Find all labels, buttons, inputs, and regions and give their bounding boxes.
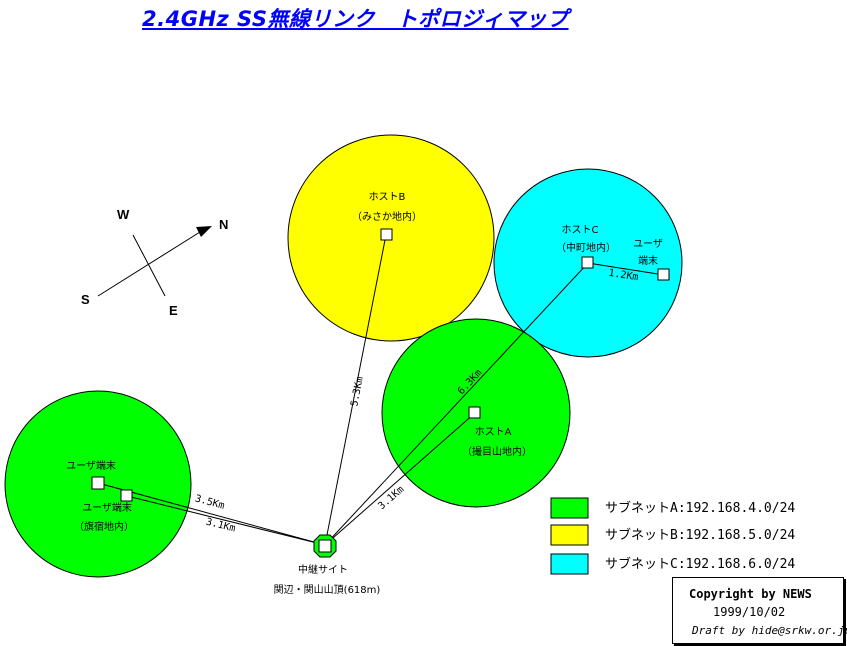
relay-site-location: 関辺・関山山頂(618m) [274,584,381,596]
west-user-2-name: ユーザ端末 [82,501,132,514]
host-c-name: ホストC [562,224,599,236]
west-user-1-name: ユーザ端末 [66,459,116,472]
link-relay-to-host-c [324,262,589,546]
page-title: 2.4GHz SS無線リンク トポロジィマップ [142,7,569,31]
distance-relay-to-west-user-1: 3.5Km [194,493,226,511]
distance-relay-to-a: 3.1Km [376,484,406,512]
link-relay-to-west-user-2 [126,495,326,546]
legend-label-c: サブネットC:192.168.6.0/24 [605,556,795,572]
legend-swatch-b [550,524,589,546]
compass: N S W E [81,207,228,318]
host-c-user-line2: 端末 [638,254,658,267]
copyright-text: Copyright by NEWS [689,587,812,601]
node-west-user-2[interactable] [120,489,133,502]
copyright-draft: Draft by hide@srkw.or.jp [692,624,847,637]
link-host-c-to-user [587,262,665,276]
link-relay-to-host-b [324,234,387,546]
distance-c-to-user: 1.2Km [608,268,639,284]
compass-east-label: E [169,303,178,318]
link-relay-to-west-user-1 [97,482,326,546]
host-c-user-line1: ユーザ [633,238,663,250]
west-user-2-location: （旗宿地内） [74,520,134,533]
relay-site-name: 中継サイト [298,563,348,576]
host-b-location: （みさか地内） [352,210,422,223]
legend: サブネットA:192.168.4.0/24 サブネットB:192.168.5.0… [550,497,795,575]
copyright-box: Copyright by NEWS 1999/10/02 Draft by hi… [672,577,847,644]
node-host-b[interactable] [380,228,393,241]
distance-relay-to-b: 5.3Km [349,376,366,408]
compass-we-axis [132,234,166,297]
legend-swatch-a [550,497,589,519]
compass-ns-axis [97,231,201,297]
legend-label-b: サブネットB:192.168.5.0/24 [605,527,795,543]
compass-north-label: N [219,217,228,232]
legend-swatch-c [550,553,589,575]
compass-north-arrow-icon [196,226,212,237]
node-west-user-1[interactable] [91,476,105,490]
host-c-location: （中町地内） [556,241,616,254]
legend-label-a: サブネットA:192.168.4.0/24 [605,500,795,516]
node-host-c-user[interactable] [657,268,670,281]
copyright-date: 1999/10/02 [713,605,786,619]
host-a-name: ホストA [475,426,512,438]
host-a-location: （撮目山地内） [462,445,532,458]
compass-west-label: W [117,207,130,222]
node-host-a[interactable] [468,406,481,419]
node-host-c[interactable] [581,256,594,269]
node-relay-site-core [318,539,332,553]
compass-south-label: S [81,292,90,307]
link-relay-to-host-a [324,412,476,546]
host-b-name: ホストB [369,191,406,203]
